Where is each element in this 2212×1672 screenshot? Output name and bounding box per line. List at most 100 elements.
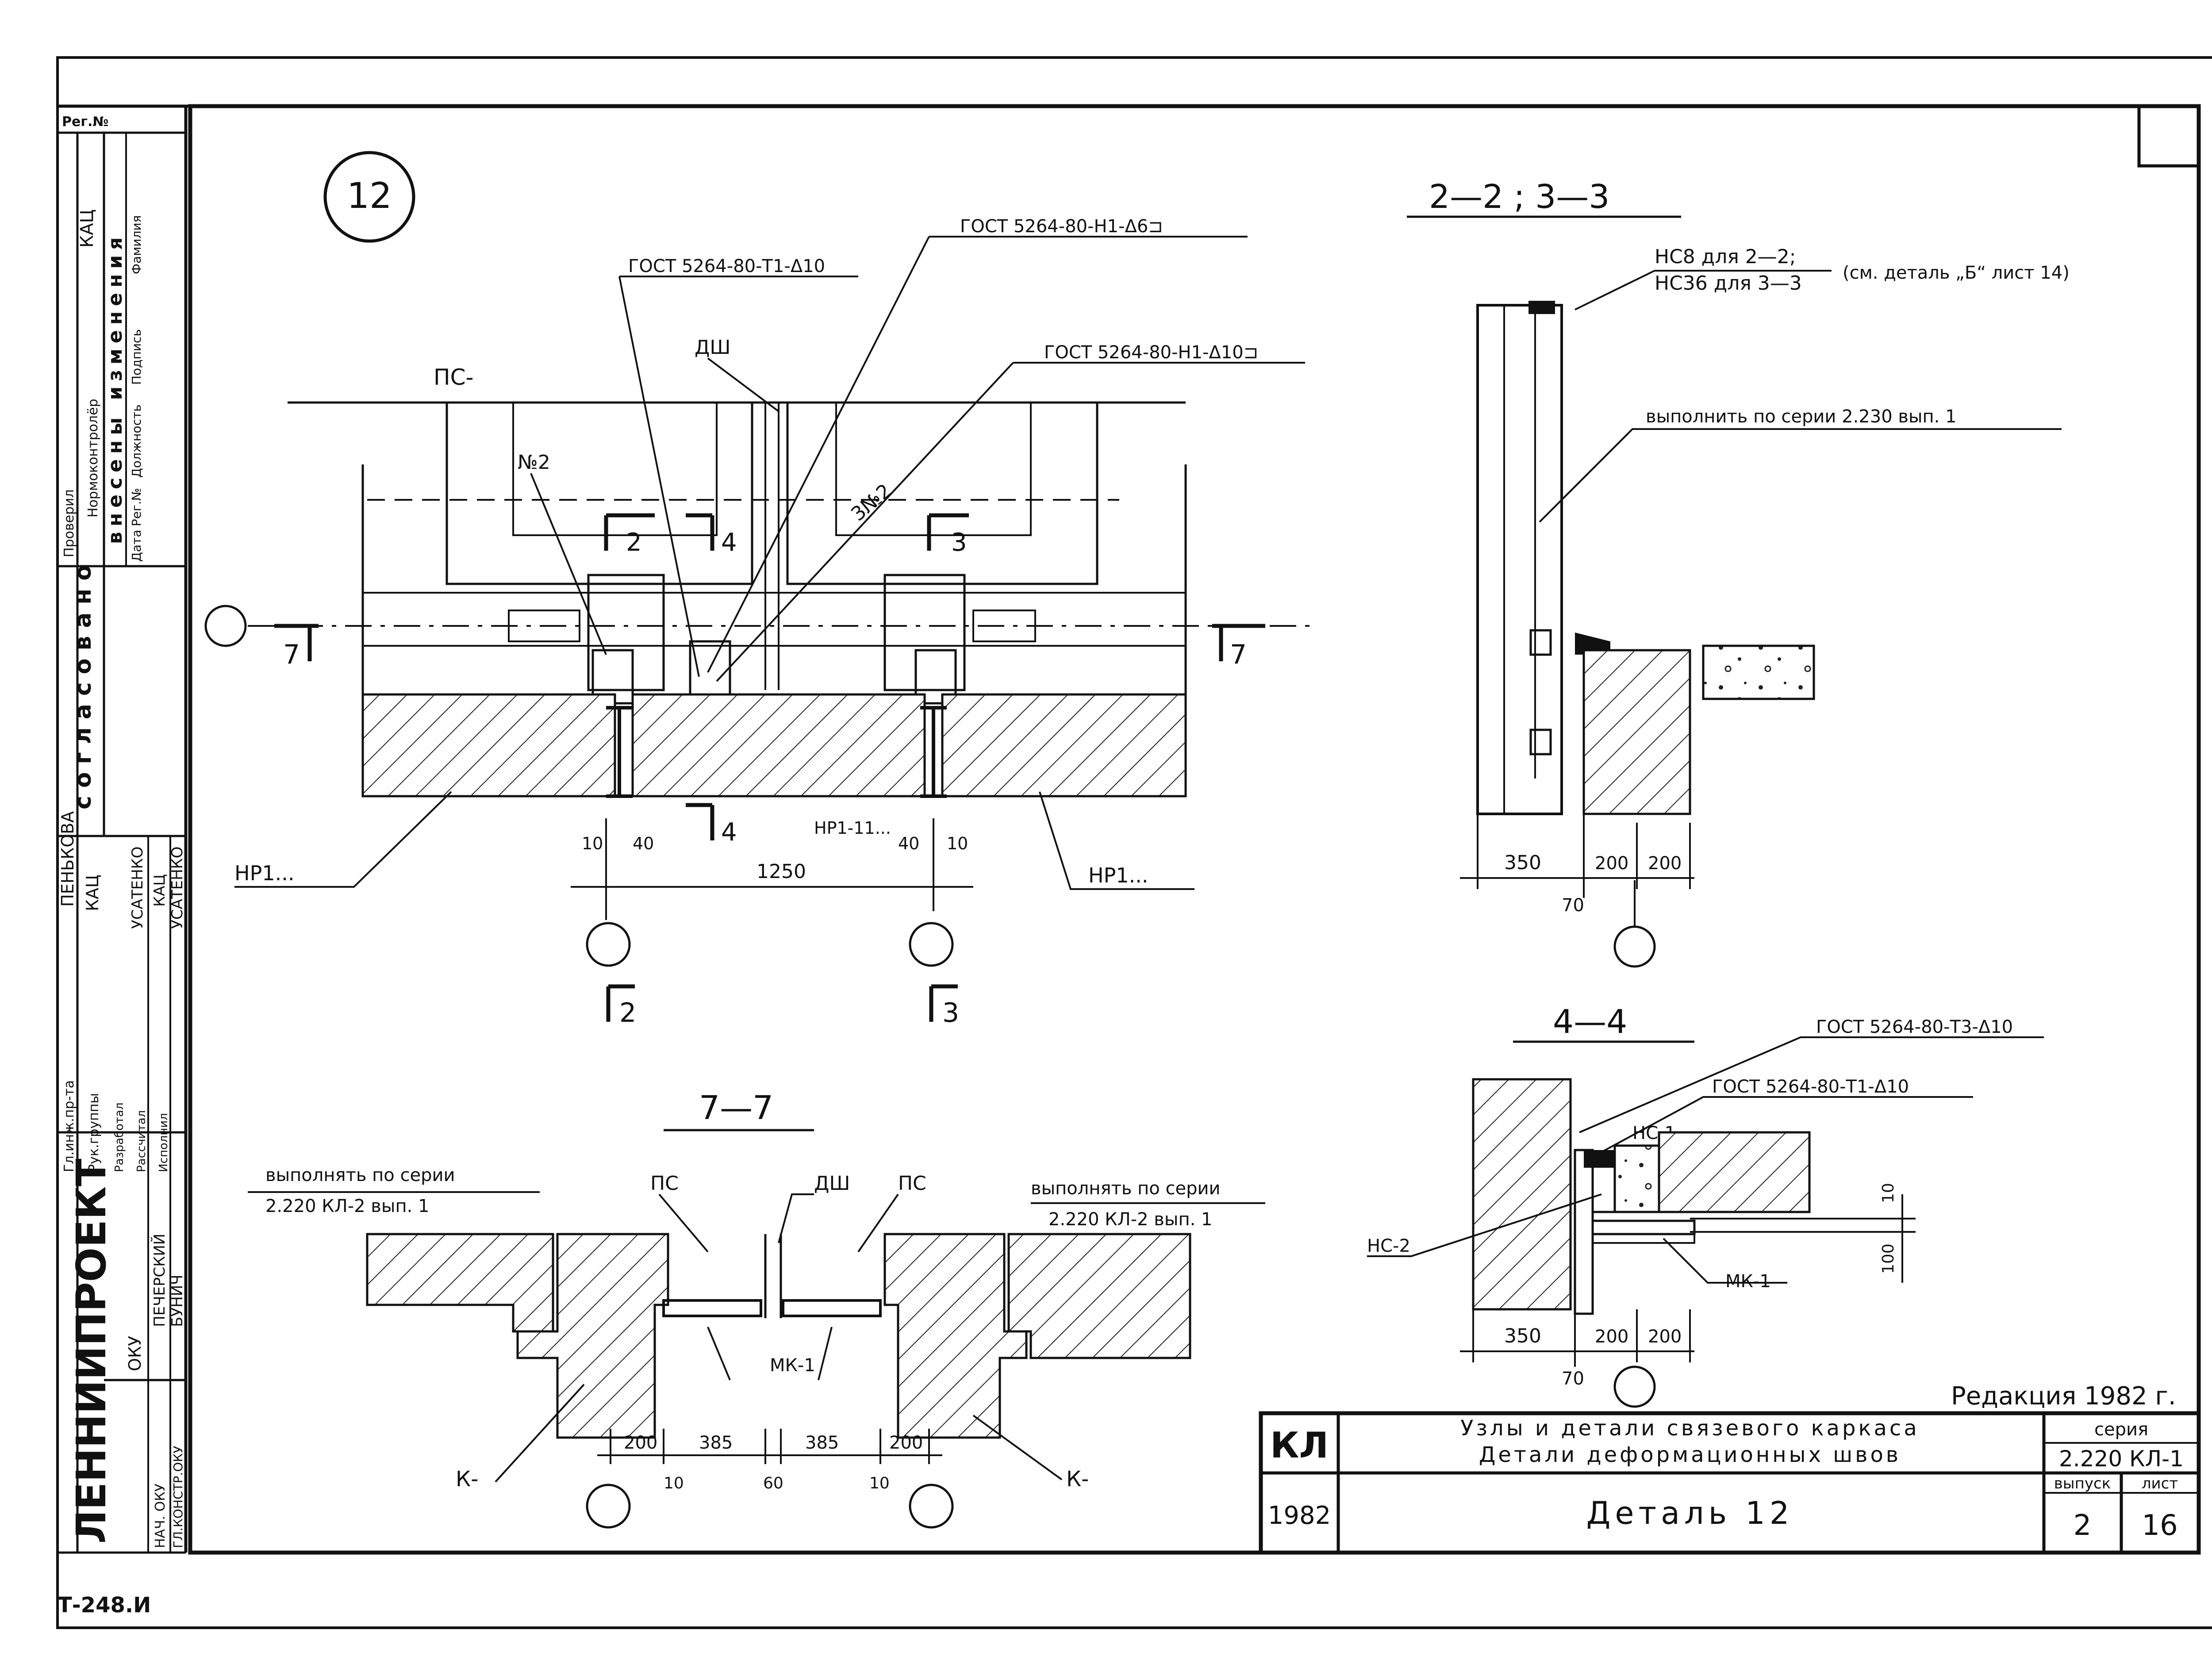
section-2-2: 2—2 ; 3—3 НС8 для 2—2; НС36 для 3—3 (см.…: [1407, 178, 2070, 968]
title-block: Редакция 1982 г. КЛ 1982 Узлы и детали с…: [1259, 1382, 2201, 1555]
tb-sheet-label: лист: [2142, 1475, 2178, 1492]
sec44-gost-a: ГОСТ 5264-80-Т3-Δ10: [1816, 1017, 2013, 1037]
sec77-column-left: [516, 1233, 669, 1439]
head-role-2: ГЛ.КОНСТР.ОКУ: [171, 1446, 185, 1548]
sec77-axis-bubble-a: [586, 1484, 631, 1529]
sec77-dim-60: 60: [763, 1474, 783, 1492]
cut7-left: 7: [283, 639, 300, 670]
sec22-see: (см. деталь „Б“ лист 14): [1843, 263, 2070, 283]
tb-line2: Детали деформационных швов: [1479, 1442, 1901, 1467]
role-group-head: Рук.группы: [86, 1093, 102, 1172]
plan-view: 7 7 2 4 3 4 ГОСТ 5264-80-Т1-Δ10 ГОСТ 526…: [204, 216, 1318, 1028]
sec77-dim-200a: 200: [624, 1433, 657, 1453]
checked-label: Проверил: [61, 489, 77, 557]
tb-issue-label: выпуск: [2054, 1475, 2111, 1492]
sec44-nc2: НС-2: [1367, 1236, 1410, 1256]
name-calculator: КАЦ: [151, 874, 169, 907]
role-developer: Разработал: [113, 1102, 126, 1172]
agreed-label: согласовано: [70, 557, 96, 809]
role-chief-engineer: Гл.инж.пр-та: [61, 1080, 77, 1172]
sec77-ps-a: ПС: [650, 1172, 679, 1195]
side-block: Рег.№ Проверил Нормоконтролёр внесены из…: [58, 114, 186, 1554]
sec77-k-right: К-: [1066, 1467, 1089, 1492]
sec22-hc36: НС36 для 3—3: [1655, 272, 1802, 295]
name-executor: УСАТЕНКО: [169, 847, 186, 929]
sec44-nc1-block: [1613, 1144, 1660, 1213]
axis-bubble-b: [909, 922, 954, 967]
plan-n2-label: №2: [518, 451, 550, 474]
sec77-series-right-2: 2.220 КЛ-2 вып. 1: [1048, 1209, 1213, 1230]
plan-beam-mid: [631, 693, 926, 798]
section-7-7: 7—7 выполнять по серии 2.220 КЛ-2 вып. 1…: [248, 1089, 1265, 1529]
org-name: ЛЕННИИПРОЕКТ: [68, 1158, 115, 1544]
plan-dim-10a: 10: [582, 834, 603, 853]
tb-series-value: 2.220 КЛ-1: [2059, 1446, 2184, 1472]
reg-label: Рег.№: [62, 114, 109, 130]
change-col-reg: Рег.№: [129, 488, 144, 526]
sec22-dim-200b: 200: [1648, 853, 1682, 874]
head-name-1: ПЕЧЕРСКИЙ: [150, 1234, 169, 1327]
sec44-dim-200b: 200: [1648, 1327, 1682, 1347]
np1-right: НР1...: [1088, 863, 1148, 887]
corner-box: [2137, 104, 2200, 168]
sec44-dim-200: 200: [1595, 1327, 1628, 1347]
sec77-k-left: К-: [456, 1467, 478, 1492]
sec77-column-right: [883, 1233, 1028, 1439]
sec77-dim-10a: 10: [664, 1474, 684, 1492]
inner-frame: [188, 104, 2201, 1555]
sec44-beam: [1658, 1131, 1811, 1213]
tb-year: 1982: [1268, 1501, 1331, 1530]
tb-issue-value: 2: [2074, 1509, 2092, 1542]
name-chief-engineer: ПЕНЬКОВА: [58, 811, 77, 907]
plan-dim-40b: 40: [898, 834, 919, 853]
sec77-series-left-2: 2.220 КЛ-2 вып. 1: [265, 1196, 430, 1216]
sec22-hc8: НС8 для 2—2;: [1655, 245, 1796, 268]
change-col-signature: Подпись: [129, 329, 144, 385]
cut3-bottom: 3: [942, 997, 959, 1028]
bottom-code: Т-248.И: [58, 1593, 151, 1618]
sec77-title: 7—7: [699, 1089, 773, 1127]
sec44-dim-10: 10: [1879, 1183, 1897, 1203]
tb-series-label: серия: [2094, 1419, 2148, 1440]
sec44-wall: [1472, 1078, 1572, 1311]
np1-left: НР1...: [234, 861, 294, 885]
cut2-top: 2: [626, 528, 642, 557]
tb-line1: Узлы и детали связевого каркаса: [1460, 1416, 1919, 1441]
tb-sheet-value: 16: [2142, 1509, 2177, 1542]
sec77-dim-200b: 200: [889, 1433, 923, 1453]
sec77-dsh: ДШ: [814, 1172, 850, 1195]
sec44-dim-100: 100: [1879, 1243, 1897, 1274]
sec44-gost-b: ГОСТ 5264-80-Т1-Δ10: [1712, 1077, 1909, 1097]
tb-detail: Деталь 12: [1586, 1495, 1794, 1531]
plan-gost-2: ГОСТ 5264-80-Н1-Δ6⊐: [960, 216, 1163, 237]
sec22-series: выполнить по серии 2.230 вып. 1: [1646, 406, 1957, 427]
kach-label: КАЦ: [77, 209, 97, 248]
plan-dim-10b: 10: [947, 834, 968, 853]
sec44-title: 4—4: [1553, 1003, 1627, 1041]
sec77-panel-right: [1007, 1233, 1191, 1359]
sec22-beam: [1582, 649, 1691, 815]
sec22-title: 2—2 ; 3—3: [1429, 178, 1609, 216]
sec44-axis-bubble: [1613, 1365, 1656, 1408]
plan-dsh-label: ДШ: [695, 336, 730, 359]
change-col-position: Должность: [129, 404, 144, 478]
role-executor: Исполнил: [157, 1113, 170, 1172]
name-group-head: КАЦ: [83, 875, 102, 911]
cut3-top: 3: [951, 528, 967, 557]
sec44-mk1: МК-1: [1725, 1271, 1771, 1292]
plan-ps-label: ПС-: [434, 364, 474, 390]
change-col-surname: Фамилия: [129, 215, 144, 274]
norm-control-label: Нормоконтролёр: [85, 399, 101, 518]
sec77-panel-left: [366, 1233, 554, 1333]
sec22-dim-350: 350: [1504, 851, 1541, 874]
plan-beam-left: [361, 693, 616, 798]
name-developer: УСАТЕНКО: [129, 847, 146, 929]
sec77-mk1: МК-1: [770, 1355, 815, 1376]
sec77-series-right-1: выполнять по серии: [1031, 1178, 1220, 1199]
sec22-slab: [1702, 644, 1815, 700]
plan-beam-right: [941, 693, 1187, 798]
tb-kl: КЛ: [1270, 1425, 1329, 1466]
sec77-series-left-1: выполнять по серии: [265, 1165, 455, 1185]
axis-bubble-left: [204, 605, 247, 647]
